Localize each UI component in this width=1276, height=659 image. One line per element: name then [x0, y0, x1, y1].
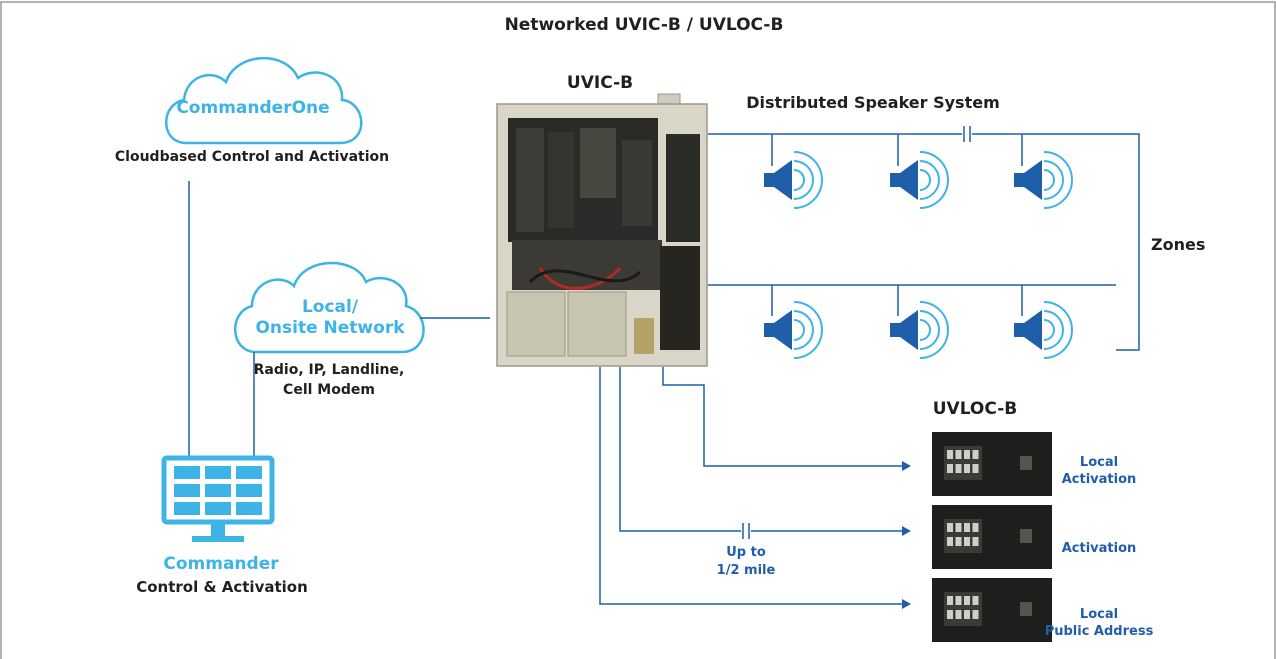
uvloc-key [964, 596, 970, 605]
speaker-cone [764, 160, 792, 200]
local-network-label-line1: Local/ [301, 297, 359, 317]
commander-caption: Control & Activation [136, 578, 308, 596]
sound-wave [919, 301, 949, 359]
uvloc-key [955, 537, 962, 546]
sound-wave [919, 160, 940, 200]
sound-wave [1043, 151, 1073, 209]
uvloc-key [955, 523, 962, 532]
sound-wave [793, 169, 805, 191]
uvloc-key [947, 537, 953, 546]
uvloc-key [964, 523, 970, 532]
arrow-head-1 [902, 461, 911, 471]
uvloc-connector [1020, 602, 1032, 616]
speaker-icon [1014, 285, 1073, 359]
uvloc-key [972, 450, 979, 459]
uvloc-key [964, 537, 970, 546]
uvic-cabinet [496, 93, 708, 367]
speaker-icon [1014, 134, 1073, 209]
speaker-cone [1014, 310, 1042, 350]
speaker-system-title: Distributed Speaker System [746, 93, 1000, 112]
uvloc-key [947, 523, 953, 532]
sound-wave [919, 310, 940, 350]
local-network-caption-line1: Radio, IP, Landline, [253, 362, 405, 378]
speaker-icon [890, 134, 949, 209]
uvloc-unit-1-line2: Activation [1061, 472, 1137, 487]
speaker-icon [890, 285, 949, 359]
uvloc-key [964, 610, 970, 619]
speakers-group [764, 134, 1073, 359]
uvloc-key [955, 450, 962, 459]
distance-line2: 1/2 mile [716, 563, 776, 578]
uvloc-key [972, 464, 979, 473]
uvloc-unit-1-line1: Local [1079, 455, 1119, 470]
uvloc-key [955, 596, 962, 605]
uvloc-key [972, 523, 979, 532]
link-uvic-uvloc-3 [599, 367, 902, 605]
uvloc-key [972, 537, 979, 546]
uvloc-key [947, 610, 953, 619]
uvloc-key [972, 596, 979, 605]
sound-wave [919, 319, 931, 341]
arrow-head-3 [902, 599, 911, 609]
uvloc-key [947, 596, 953, 605]
sound-wave [1043, 301, 1073, 359]
sound-wave [1043, 160, 1064, 200]
speaker-cone [1014, 160, 1042, 200]
arrow-head-2 [902, 526, 911, 536]
diagram-title: Networked UVIC-B / UVLOC-B [504, 15, 784, 35]
local-network-label-line2: Onsite Network [255, 318, 405, 338]
monitor-icon [161, 455, 275, 542]
uvloc-connector [1020, 529, 1032, 543]
sound-wave [1043, 319, 1055, 341]
uvloc-key [964, 464, 970, 473]
break-gap-distance [741, 523, 751, 539]
sound-wave [919, 151, 949, 209]
break-gap-top [962, 126, 972, 142]
uvloc-unit-2 [932, 505, 1052, 569]
commanderone-label: CommanderOne [176, 98, 330, 118]
link-uvic-uvloc-2 [619, 367, 902, 532]
sound-wave [1043, 310, 1064, 350]
commander-label: Commander [163, 554, 279, 574]
speaker-cone [764, 310, 792, 350]
speaker-icon [764, 134, 823, 209]
sound-wave [793, 319, 805, 341]
cloud-icon-commanderone [165, 56, 363, 145]
sound-wave [919, 169, 931, 191]
zones-label: Zones [1151, 235, 1206, 254]
uvloc-unit-3-line1: Local [1079, 607, 1119, 622]
uvloc-unit-3 [932, 578, 1052, 642]
uvloc-key [955, 464, 962, 473]
uvloc-unit-2-line1: Activation [1061, 541, 1137, 556]
uvloc-units-group [932, 432, 1052, 642]
uvloc-key [947, 464, 953, 473]
link-uvic-uvloc-1 [662, 367, 902, 467]
zones-bracket [1116, 133, 1140, 351]
speaker-icon [764, 285, 823, 359]
commanderone-caption: Cloudbased Control and Activation [114, 149, 390, 165]
sound-wave [1043, 169, 1055, 191]
sound-wave [793, 301, 823, 359]
cloud-icon-local-network [234, 261, 425, 354]
uvloc-unit-1 [932, 432, 1052, 496]
speaker-cone [890, 160, 918, 200]
uvloc-key [955, 610, 962, 619]
sound-wave [793, 151, 823, 209]
uvloc-key [964, 450, 970, 459]
sound-wave [793, 310, 814, 350]
uvic-label: UVIC-B [566, 73, 634, 93]
speaker-cone [890, 310, 918, 350]
uvloc-connector [1020, 456, 1032, 470]
uvloc-unit-3-line2: Public Address [1044, 624, 1154, 639]
uvloc-key [972, 610, 979, 619]
uvloc-key [947, 450, 953, 459]
sound-wave [793, 160, 814, 200]
local-network-caption-line2: Cell Modem [283, 382, 375, 398]
uvloc-label: UVLOC-B [932, 399, 1018, 419]
distance-line1: Up to [726, 545, 766, 560]
